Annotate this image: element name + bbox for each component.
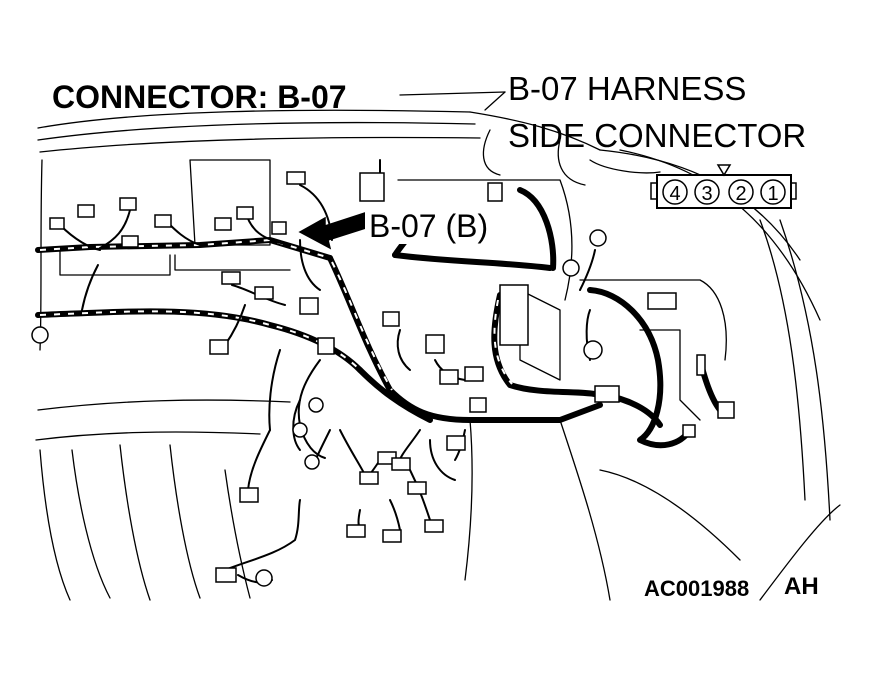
pin-2-label: 2 — [735, 183, 746, 205]
pin-4-label: 4 — [669, 183, 680, 205]
figure-code: AC001988 — [644, 576, 749, 601]
harness-side-connector-face: 4 3 2 1 — [650, 164, 797, 209]
pin-2-circle — [728, 179, 754, 205]
pin-3-label: 3 — [701, 183, 712, 205]
pointer-label-backdrop — [365, 206, 511, 244]
harness-connectors — [49, 171, 677, 583]
figure-suffix: AH — [784, 573, 819, 600]
pointer-arrow-icon — [298, 211, 373, 250]
harness-label-line1: B-07 HARNESS — [508, 70, 746, 107]
engine-bay-outline — [35, 109, 841, 601]
title-leader-line — [399, 91, 506, 96]
pin-1-circle — [760, 179, 786, 205]
ground-terminals — [31, 229, 735, 587]
harness-label-line2: SIDE CONNECTOR — [508, 117, 806, 154]
pin-3-circle — [694, 179, 720, 205]
harness-leader-line — [484, 91, 506, 111]
pointer-label: B-07 (B) — [369, 208, 488, 244]
pin-4-circle — [662, 179, 688, 205]
connector-title: CONNECTOR: B-07 — [52, 79, 347, 115]
pin-1-label: 1 — [767, 183, 778, 205]
